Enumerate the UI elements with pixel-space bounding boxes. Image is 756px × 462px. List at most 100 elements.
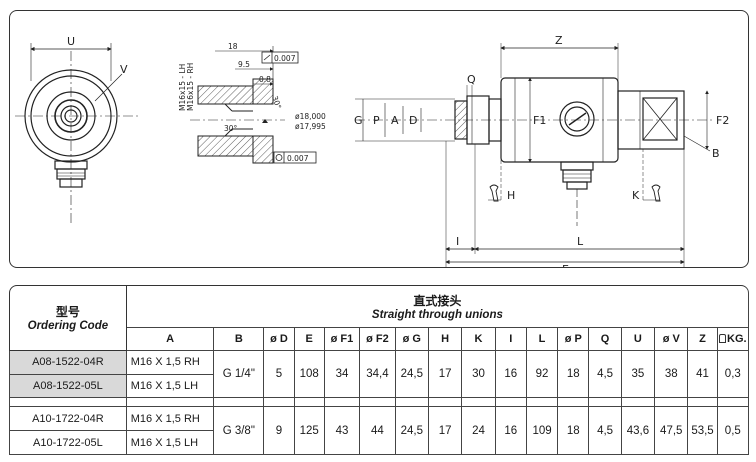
col-header: E (294, 328, 325, 351)
table-title-zh: 直式接头 (413, 294, 462, 309)
value-cell: 41 (688, 350, 718, 399)
dim-f1-label: F1 (533, 114, 546, 127)
value-cell: 16 (495, 407, 527, 455)
dim-0-8-label: 0.8 (259, 75, 271, 84)
col-header: Q (589, 328, 622, 351)
dim-e-label: E (562, 263, 569, 268)
dim-i-label: I (456, 235, 459, 248)
value-cell: 24,5 (395, 407, 429, 455)
value-cell: G 1/4" (214, 350, 265, 399)
ordering-code-header: 型号 Ordering Code (9, 285, 127, 351)
value-cell: 47,5 (655, 407, 689, 455)
dim-q-label: Q (467, 73, 476, 86)
thread-rh-label: M16x15 - RH (186, 63, 195, 111)
table-row: A08-1522-04R M16 X 1,5 RH G 1/4" 5 108 3… (9, 350, 749, 399)
value-cell: 4,5 (589, 350, 622, 399)
col-header-kg-label: KG. (727, 332, 747, 345)
col-header: ø F2 (360, 328, 396, 351)
value-cell: 24,5 (395, 350, 429, 399)
value-cell: 43 (324, 407, 361, 455)
thread-cell: M16 X 1,5 RH (126, 407, 215, 432)
ordering-code-cell: A10-1722-05L (9, 431, 127, 455)
thread-cell: M16 X 1,5 RH (126, 350, 215, 375)
side-view (15, 43, 140, 226)
value-cell: 43,6 (621, 407, 656, 455)
value-cell: 0,5 (717, 407, 749, 455)
value-cell: 92 (526, 350, 559, 399)
tol-round-value: 0.007 (287, 154, 309, 163)
table-title-en: Straight through unions (371, 309, 503, 322)
dim-g-label: G (354, 114, 363, 127)
column-header-row: A B ø D E ø F1 ø F2 ø G H K I L ø P Q U … (9, 328, 749, 351)
col-header: B (214, 328, 265, 351)
value-cell: 34,4 (360, 350, 396, 399)
ordering-code-cell: A08-1522-04R (9, 350, 127, 375)
dia-min-label: ø17,995 (295, 122, 326, 131)
table-row: A08-1522-05L M16 X 1,5 LH (9, 374, 749, 399)
detail-section (190, 46, 317, 164)
col-header: U (621, 328, 656, 351)
ordering-code-cell: A10-1722-04R (9, 407, 127, 432)
angle-30-label: 30° (270, 95, 283, 111)
value-cell: 5 (264, 350, 295, 399)
value-cell: 17 (428, 350, 463, 399)
col-header: ø V (655, 328, 689, 351)
thread-cell: M16 X 1,5 LH (126, 431, 215, 455)
value-cell: 38 (655, 350, 689, 399)
value-cell: G 3/8" (214, 407, 265, 455)
value-cell: 17 (428, 407, 463, 455)
value-cell: 53,5 (688, 407, 718, 455)
dim-v-label: V (120, 63, 128, 76)
col-header: ø F1 (324, 328, 361, 351)
dim-d-label: D (409, 114, 417, 127)
drawing-canvas: U V M16x (15, 34, 729, 268)
value-cell: 16 (495, 350, 527, 399)
value-cell: 18 (558, 407, 590, 455)
dim-b-label: B (712, 147, 720, 160)
thread-cell: M16 X 1,5 LH (126, 374, 215, 399)
value-cell: 125 (294, 407, 325, 455)
weight-icon (719, 333, 727, 343)
dim-a-label: A (391, 114, 399, 127)
value-cell: 0,3 (717, 350, 749, 399)
specification-table: 型号 Ordering Code 直式接头 Straight through u… (9, 285, 749, 455)
main-view-labels: Z Q G P A D F1 F2 B H K I L E (354, 34, 729, 268)
value-cell: 34 (324, 350, 361, 399)
col-header: L (526, 328, 559, 351)
col-header: ø D (264, 328, 295, 351)
thread-lh-label: M16x15 - LH (178, 64, 187, 111)
dim-u-label: U (67, 35, 75, 48)
col-header-kg: KG. (717, 328, 749, 351)
technical-drawing: U V M16x (9, 10, 749, 268)
col-header: ø G (395, 328, 429, 351)
value-cell: 18 (558, 350, 590, 399)
ordering-code-en: Ordering Code (27, 320, 109, 333)
col-header: K (462, 328, 496, 351)
table-row: A10-1722-04R M16 X 1,5 RH G 3/8" 9 125 4… (9, 407, 749, 455)
dim-f2-label: F2 (716, 114, 729, 127)
tol-flatness-value: 0.007 (274, 54, 296, 63)
dim-k-label: K (632, 189, 640, 202)
dim-z-label: Z (555, 34, 563, 47)
value-cell: 44 (360, 407, 396, 455)
table-row: A10-1722-05L M16 X 1,5 LH (9, 431, 749, 455)
main-view (355, 43, 715, 267)
angle-30b-label: 30° (224, 124, 238, 133)
dim-p-label: P (373, 114, 380, 127)
dia-max-label: ø18,000 (295, 112, 326, 121)
value-cell: 108 (294, 350, 325, 399)
value-cell: 35 (621, 350, 656, 399)
col-header: A (126, 328, 215, 351)
value-cell: 9 (264, 407, 295, 455)
dim-h-label: H (507, 189, 515, 202)
value-cell: 24 (462, 407, 496, 455)
value-cell: 30 (462, 350, 496, 399)
col-header: Z (688, 328, 718, 351)
col-header: ø P (558, 328, 590, 351)
ordering-code-cell: A08-1522-05L (9, 374, 127, 399)
col-header: H (428, 328, 463, 351)
value-cell: 109 (526, 407, 559, 455)
col-header: I (495, 328, 527, 351)
dim-9-5-label: 9.5 (238, 60, 250, 69)
dim-18-label: 18 (228, 42, 238, 51)
